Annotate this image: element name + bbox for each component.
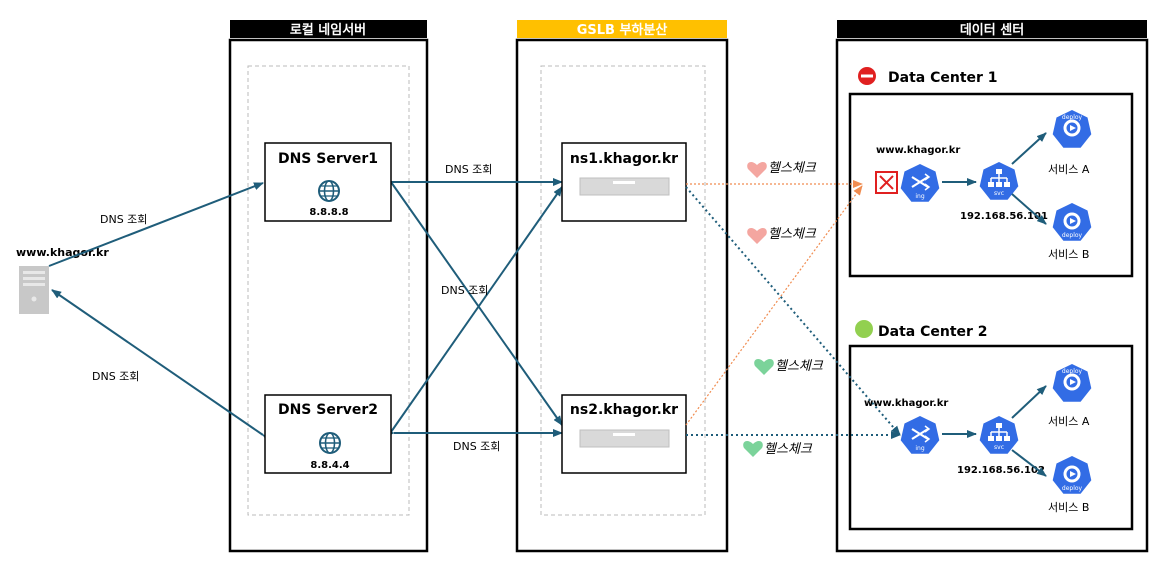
- health-check-label: 헬스체크: [775, 359, 824, 374]
- nameserver-1-name: ns1.khagor.kr: [570, 151, 678, 167]
- heart-pulse-icon: [747, 228, 767, 244]
- datacenter-column: 데이터 센터: [835, 20, 1149, 553]
- nameserver-2: ns2.khagor.kr: [561, 394, 687, 474]
- dc1-box: [848, 92, 1134, 278]
- dc2-service-a: 서비스 A: [1048, 415, 1090, 428]
- local-nameserver-column: 로컬 네임서버: [228, 20, 429, 553]
- dc1-service-b: 서비스 B: [1048, 248, 1089, 261]
- dc2-box: [848, 344, 1134, 531]
- dns-query-label-3: DNS 조회: [445, 163, 492, 176]
- dns-server-2-ip: 8.8.4.4: [310, 460, 349, 471]
- ingress-icon: ing: [900, 164, 940, 202]
- service-label: svc: [994, 444, 1004, 451]
- data-center-2: Data Center 2 www.khagor.kr ing svc 192.…: [855, 320, 1092, 514]
- dc2-svc-ip: 192.168.56.102: [957, 465, 1045, 476]
- service-icon: svc: [979, 416, 1019, 454]
- globe-icon: [318, 180, 340, 202]
- traffic-lines: [685, 186, 901, 439]
- deploy-label: deploy: [1062, 485, 1083, 492]
- gslb-column: GSLB 부하분산: [515, 20, 729, 553]
- dns-server-1: DNS Server1 8.8.8.8: [264, 142, 392, 222]
- dns-query-arrows: [48, 178, 563, 444]
- failure-x-icon: [875, 171, 898, 194]
- deploy-label: deploy: [1062, 232, 1083, 239]
- datacenter-column-title: 데이터 센터: [960, 22, 1024, 38]
- heart-pulse-icon: [747, 162, 767, 178]
- dc2-host: www.khagor.kr: [864, 398, 948, 409]
- deploy-label: deploy: [1062, 368, 1083, 375]
- health-check-4: 헬스체크: [743, 441, 813, 457]
- service-label: svc: [994, 190, 1004, 197]
- dns-query-label-2: DNS 조회: [92, 370, 139, 383]
- appliance-icon: [579, 429, 670, 448]
- health-check-lines: [685, 180, 863, 426]
- gslb-column-title: GSLB 부하분산: [577, 22, 668, 38]
- dc1-service-a: 서비스 A: [1048, 163, 1090, 176]
- ingress-label: ing: [915, 445, 924, 452]
- health-check-1: 헬스체크: [747, 161, 817, 178]
- health-check-label: 헬스체크: [768, 227, 817, 242]
- ingress-icon: ing: [900, 416, 940, 454]
- deploy-label: deploy: [1062, 114, 1083, 121]
- health-check-3: 헬스체크: [754, 359, 824, 375]
- deployment-icon: deploy: [1052, 456, 1092, 494]
- globe-icon: [319, 432, 341, 454]
- appliance-icon: [579, 177, 670, 196]
- dns-query-label-4: DNS 조회: [441, 284, 488, 297]
- deployment-icon: deploy: [1052, 110, 1092, 148]
- deployment-icon: deploy: [1052, 364, 1092, 402]
- dns-query-label-5: DNS 조회: [453, 440, 500, 453]
- server-tower-icon: [19, 266, 49, 314]
- ingress-label: ing: [915, 193, 924, 200]
- client-label: www.khagor.kr: [16, 246, 109, 259]
- health-check-label: 헬스체크: [768, 161, 817, 176]
- dns-server-1-ip: 8.8.8.8: [309, 207, 348, 218]
- local-column-title: 로컬 네임서버: [290, 22, 366, 38]
- heart-pulse-icon: [754, 359, 774, 375]
- nameserver-2-name: ns2.khagor.kr: [570, 402, 678, 418]
- dc1-svc-ip: 192.168.56.101: [960, 211, 1048, 222]
- dc1-title: Data Center 1: [888, 70, 998, 86]
- nameserver-1: ns1.khagor.kr: [561, 142, 687, 222]
- heart-pulse-icon: [743, 441, 763, 457]
- dc2-service-b: 서비스 B: [1048, 501, 1089, 514]
- data-center-1: Data Center 1 www.khagor.kr ing svc 192.…: [858, 67, 1092, 261]
- dc1-host: www.khagor.kr: [876, 145, 960, 156]
- service-icon: svc: [979, 162, 1019, 200]
- dns-server-1-name: DNS Server1: [278, 151, 378, 167]
- deployment-icon: deploy: [1052, 203, 1092, 241]
- health-check-label: 헬스체크: [764, 442, 813, 457]
- dns-query-label-1: DNS 조회: [100, 213, 147, 226]
- client-server: www.khagor.kr: [16, 246, 109, 314]
- dns-server-2-name: DNS Server2: [278, 402, 378, 418]
- status-up-icon: [855, 320, 873, 338]
- dc2-title: Data Center 2: [878, 324, 988, 340]
- health-check-2: 헬스체크: [747, 227, 817, 244]
- dns-server-2: DNS Server2 8.8.4.4: [264, 394, 392, 474]
